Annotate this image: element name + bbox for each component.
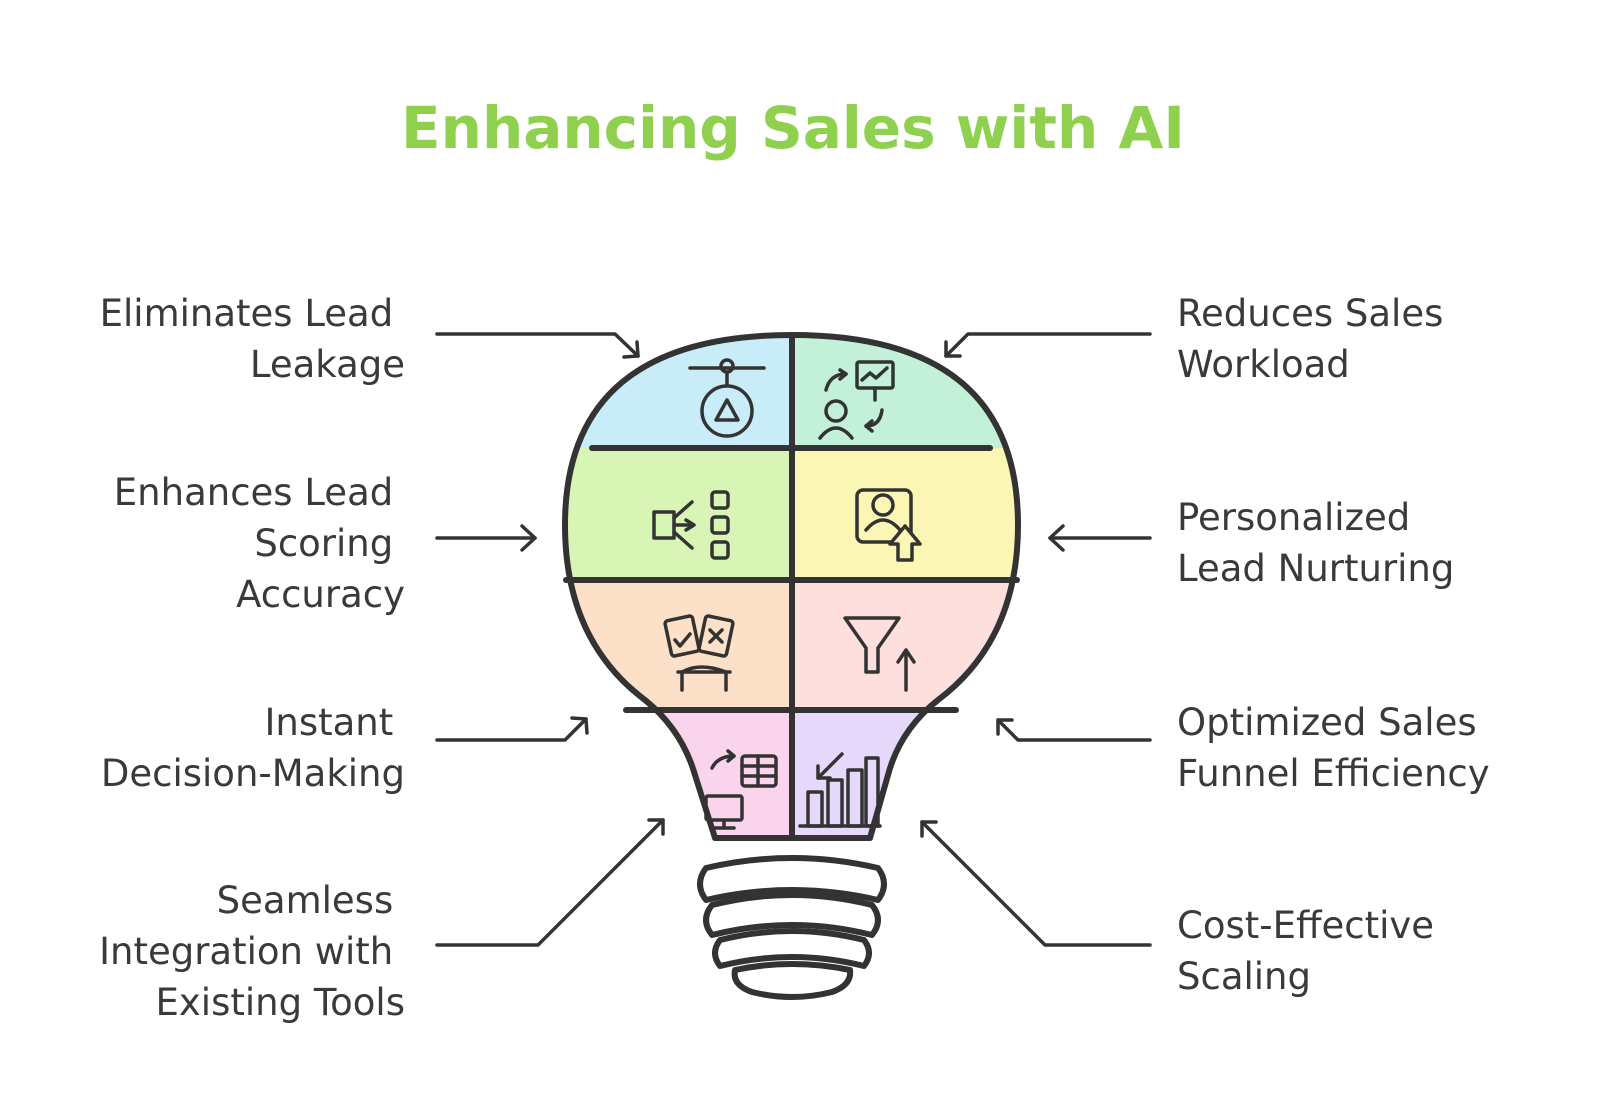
diagram-title: Enhancing Sales with AI: [401, 94, 1185, 162]
label-line: Decision-Making: [101, 752, 405, 795]
label-line: Enhances Lead: [114, 471, 393, 514]
label-line: Instant: [264, 701, 393, 744]
connector-funnel: [996, 718, 1152, 742]
bulb-base: [697, 855, 887, 1000]
label-line: Scoring: [254, 522, 393, 565]
label-line: Optimized Sales: [1177, 701, 1477, 744]
connector-integration: [435, 818, 665, 947]
connector-decision: [435, 716, 589, 742]
label-line: Cost-Effective: [1177, 904, 1434, 947]
segment-lead-leakage: [565, 335, 792, 448]
flow-branch-icon: [652, 490, 730, 560]
bar-growth-icon: [798, 752, 882, 828]
label-line: Leakage: [250, 343, 405, 386]
label-scaling: Cost-Effective Scaling: [1177, 904, 1446, 998]
label-line: Reduces Sales: [1177, 292, 1443, 335]
label-line: Lead Nurturing: [1177, 547, 1454, 590]
label-line: Seamless: [217, 879, 394, 922]
label-line: Eliminates Lead: [100, 292, 394, 335]
presenter-chart-icon: [818, 360, 895, 440]
label-line: Scaling: [1177, 955, 1311, 998]
label-lead-leakage: Eliminates Lead Leakage: [100, 292, 405, 386]
connector-lead-leakage: [435, 332, 640, 359]
connector-lead-scoring: [435, 524, 537, 552]
connectors: [435, 332, 1152, 947]
decision-cards-icon: [663, 614, 735, 692]
label-decision: Instant Decision-Making: [101, 701, 405, 795]
label-line: Funnel Efficiency: [1177, 752, 1490, 795]
profile-upgrade-icon: [855, 488, 922, 562]
funnel-up-icon: [843, 616, 916, 692]
label-line: Personalized: [1177, 496, 1410, 539]
label-line: Existing Tools: [156, 981, 405, 1024]
label-funnel: Optimized Sales Funnel Efficiency: [1177, 701, 1490, 795]
label-integration: Seamless Integration with Existing Tools: [99, 879, 405, 1024]
sync-table-icon: [704, 749, 778, 830]
label-workload: Reduces Sales Workload: [1177, 292, 1455, 386]
connector-nurturing: [1048, 524, 1152, 552]
connector-workload: [944, 332, 1152, 358]
label-lead-scoring: Enhances Lead Scoring Accuracy: [114, 471, 405, 616]
funnel-pin-icon: [688, 358, 766, 438]
label-line: Workload: [1177, 343, 1350, 386]
label-line: Integration with: [99, 930, 393, 973]
label-nurturing: Personalized Lead Nurturing: [1177, 496, 1454, 590]
bulb-outline: [562, 332, 1021, 841]
connector-scaling: [920, 820, 1152, 947]
label-line: Accuracy: [236, 573, 405, 616]
